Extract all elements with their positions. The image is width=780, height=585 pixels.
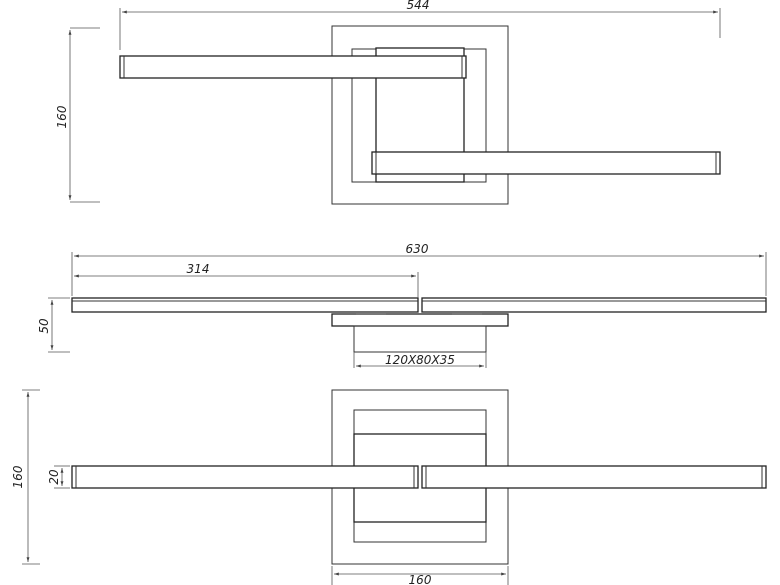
dim-label-front-height: 160 xyxy=(11,465,25,488)
dim-label-front-base: 160 xyxy=(409,573,432,585)
front-bar-left xyxy=(71,465,419,489)
top-view: 544 160 xyxy=(55,0,721,205)
dim-label-side-height: 50 xyxy=(37,318,51,334)
dim-label-side-half: 314 xyxy=(187,262,210,276)
front-view: 160 20 160 xyxy=(11,389,767,585)
side-driver-box xyxy=(353,325,487,353)
top-bar-upper xyxy=(119,55,467,79)
dim-label-top-height: 160 xyxy=(55,105,69,128)
side-bar-right xyxy=(421,297,767,313)
dim-label-box-size: 120X80X35 xyxy=(385,353,455,367)
side-view: 630 314 50 120X80X35 xyxy=(37,242,767,368)
front-bar-right xyxy=(421,465,767,489)
side-bar-left xyxy=(71,297,419,313)
top-base-plate xyxy=(331,25,509,205)
top-bar-lower xyxy=(371,151,721,175)
dim-label-side-total: 630 xyxy=(406,242,429,256)
side-base-plate xyxy=(331,313,509,327)
dim-label-top-width: 544 xyxy=(407,0,430,12)
dim-label-bar-height: 20 xyxy=(47,469,61,485)
